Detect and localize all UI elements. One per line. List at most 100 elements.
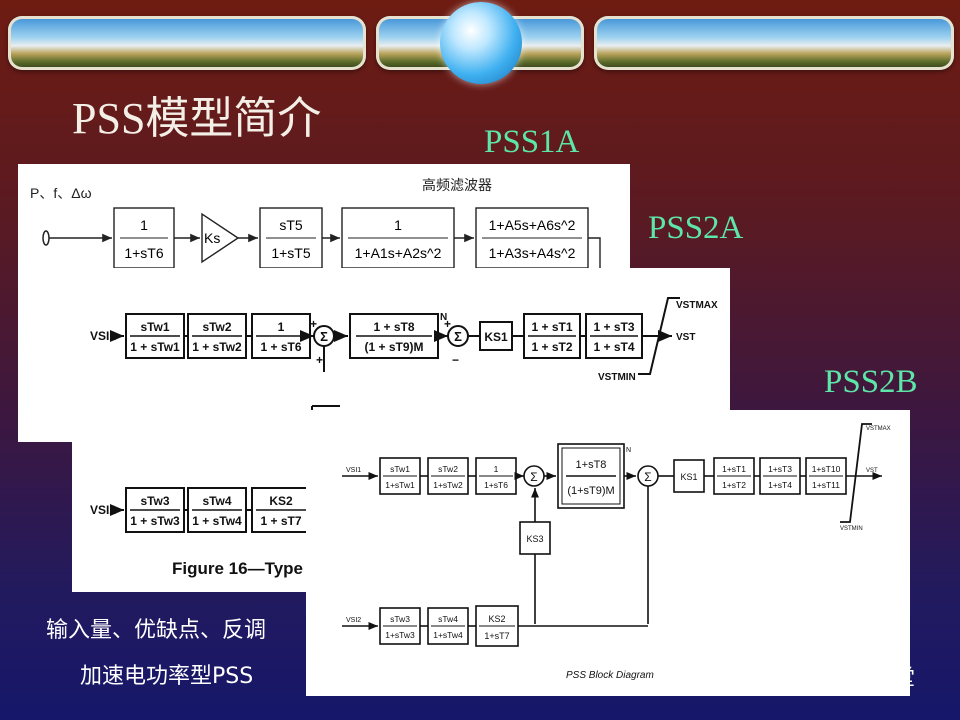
- pss1a-block-1: 1 1+sT6: [113, 207, 175, 269]
- pss1a-filter-heading: 高频滤波器: [422, 177, 492, 193]
- svg-text:1+sT1: 1+sT1: [722, 464, 746, 474]
- svg-text:1 + sT6: 1 + sT6: [260, 340, 301, 354]
- pss2b-summing-junction-2: Σ: [637, 465, 659, 487]
- svg-text:1+sT11: 1+sT11: [812, 480, 840, 490]
- globe-logo-icon: [440, 2, 522, 84]
- pss1a-input-label: P、f、Δω: [30, 185, 92, 201]
- svg-text:Σ: Σ: [454, 329, 462, 344]
- pss1a-block-filter-2: 1+A5s+A6s^2 1+A3s+A4s^2: [475, 207, 589, 269]
- svg-text:sTw4: sTw4: [438, 614, 458, 624]
- pss2a-block-tw4: sTw4 1 + sTw4: [187, 487, 247, 533]
- svg-text:−: −: [452, 353, 459, 367]
- pss2b-block-lead-lag-3: 1+sT10 1+sT11: [805, 457, 847, 495]
- svg-text:1+A5s+A6s^2: 1+A5s+A6s^2: [489, 217, 576, 233]
- pss2b-diagram-panel: VSI1 sTw1 1+sTw1 sTw2 1+sTw2 1 1+sT6 Σ 1…: [306, 410, 910, 696]
- svg-text:1+sT6: 1+sT6: [124, 245, 164, 261]
- svg-text:1 + sTw4: 1 + sTw4: [192, 514, 242, 528]
- pss1a-block-filter-1: 1 1+A1s+A2s^2: [341, 207, 455, 269]
- svg-text:N: N: [626, 447, 631, 454]
- svg-text:1 + sT1: 1 + sT1: [531, 320, 572, 334]
- pss2a-block-tw1: sTw1 1 + sTw1: [125, 313, 185, 359]
- pss2b-limiter: VSTMAX VST VSTMIN: [840, 423, 891, 532]
- svg-text:VST: VST: [676, 332, 695, 343]
- pss2a-input1: VSI1: [90, 329, 116, 343]
- pss1a-input-terminal: [42, 230, 50, 246]
- svg-text:1 + sT2: 1 + sT2: [531, 340, 572, 354]
- svg-text:1+A3s+A4s^2: 1+A3s+A4s^2: [489, 245, 576, 261]
- label-pss2b: PSS2B: [824, 364, 918, 400]
- pss2b-block-lead-lag-1: 1+sT1 1+sT2: [713, 457, 755, 495]
- svg-text:Ks: Ks: [204, 230, 220, 246]
- svg-text:+: +: [444, 317, 451, 331]
- pss2a-summing-junction-2: Σ + −: [444, 317, 469, 367]
- pss2b-input2: VSI2: [346, 617, 361, 624]
- pss2a-limiter: VSTMAX VST VSTMIN: [598, 297, 718, 383]
- pss2b-figure-caption: PSS Block Diagram: [566, 670, 654, 681]
- svg-text:KS3: KS3: [526, 534, 543, 544]
- pss2a-block-ks2: KS2 1 + sT7: [251, 487, 311, 533]
- label-pss1a: PSS1A: [484, 124, 580, 160]
- svg-text:1+sT5: 1+sT5: [271, 245, 311, 261]
- svg-text:VSTMAX: VSTMAX: [866, 426, 891, 432]
- svg-text:1+sT3: 1+sT3: [768, 464, 792, 474]
- svg-text:sTw1: sTw1: [390, 464, 410, 474]
- svg-text:1: 1: [394, 217, 402, 233]
- svg-text:1 + sTw1: 1 + sTw1: [130, 340, 180, 354]
- pss2b-gain-ks1: KS1: [673, 459, 705, 493]
- svg-text:KS2: KS2: [269, 494, 293, 508]
- pss2a-block-tw3: sTw3 1 + sTw3: [125, 487, 185, 533]
- svg-text:Σ: Σ: [644, 470, 651, 484]
- svg-text:1+sT7: 1+sT7: [484, 631, 509, 641]
- pss2b-block-tw3: sTw3 1+sTw3: [379, 607, 421, 645]
- svg-text:1+sTw3: 1+sTw3: [385, 630, 415, 640]
- pss2a-figure-caption: Figure 16—Type P: [172, 559, 319, 578]
- svg-text:+: +: [316, 353, 323, 367]
- pss2a-block-tw2: sTw2 1 + sTw2: [187, 313, 247, 359]
- svg-text:1+sT10: 1+sT10: [812, 464, 841, 474]
- svg-text:1+sTw4: 1+sTw4: [433, 630, 463, 640]
- svg-text:1: 1: [494, 464, 499, 474]
- svg-text:1 + sTw2: 1 + sTw2: [192, 340, 242, 354]
- svg-text:KS1: KS1: [484, 330, 508, 344]
- svg-text:(1 + sT9)M: (1 + sT9)M: [364, 340, 423, 354]
- svg-text:(1+sT9)M: (1+sT9)M: [567, 485, 614, 497]
- svg-text:1: 1: [278, 320, 285, 334]
- pss2a-block-ramp-tracking: 1 + sT8 (1 + sT9)M N: [349, 312, 447, 359]
- pss2b-block-tw4: sTw4 1+sTw4: [427, 607, 469, 645]
- pss2a-input2: VSI2: [90, 503, 116, 517]
- pss2b-gain-ks3: KS3: [519, 521, 551, 555]
- svg-text:VST: VST: [866, 468, 878, 474]
- header-banner-right: [594, 16, 954, 70]
- svg-text:1 + sTw3: 1 + sTw3: [130, 514, 180, 528]
- svg-text:sTw3: sTw3: [140, 494, 169, 508]
- svg-text:1+sT6: 1+sT6: [484, 480, 508, 490]
- pss2b-block-ks2: KS2 1+sT7: [475, 605, 519, 647]
- slide-title: PSS模型简介: [72, 94, 322, 143]
- pss1a-block-washout: sT5 1+sT5: [259, 207, 323, 269]
- svg-text:1+sTw2: 1+sTw2: [433, 480, 463, 490]
- svg-text:sT5: sT5: [279, 217, 303, 233]
- wechat-channel-icon: [742, 668, 777, 690]
- pss2a-gain-ks1: KS1: [479, 321, 513, 351]
- pss1a-gain-ks: Ks: [201, 212, 240, 264]
- svg-text:VSTMAX: VSTMAX: [676, 300, 718, 311]
- pss2b-input1: VSI1: [346, 467, 361, 474]
- pss2b-summing-junction-1: Σ: [523, 465, 545, 487]
- header-banner-left: [8, 16, 366, 70]
- label-pss2a: PSS2A: [648, 210, 744, 246]
- svg-text:VSTMIN: VSTMIN: [598, 372, 636, 383]
- pss2a-block-lead-lag-1: 1 + sT1 1 + sT2: [523, 313, 581, 359]
- svg-text:1 + sT4: 1 + sT4: [593, 340, 634, 354]
- svg-text:1 + sT7: 1 + sT7: [260, 514, 301, 528]
- pss2a-summing-junction-1: Σ + +: [310, 317, 335, 367]
- svg-text:1 + sT3: 1 + sT3: [593, 320, 634, 334]
- pss2a-block-lead-lag-2: 1 + sT3 1 + sT4: [585, 313, 643, 359]
- svg-text:Σ: Σ: [320, 329, 328, 344]
- svg-text:sTw3: sTw3: [390, 614, 410, 624]
- pss2a-block-t6: 1 1 + sT6: [251, 313, 311, 359]
- svg-text:1+A1s+A2s^2: 1+A1s+A2s^2: [355, 245, 442, 261]
- pss2b-block-lead-lag-2: 1+sT3 1+sT4: [759, 457, 801, 495]
- svg-text:1+sTw1: 1+sTw1: [385, 480, 415, 490]
- svg-text:KS2: KS2: [488, 614, 505, 624]
- pss2b-block-tw2: sTw2 1+sTw2: [427, 457, 469, 495]
